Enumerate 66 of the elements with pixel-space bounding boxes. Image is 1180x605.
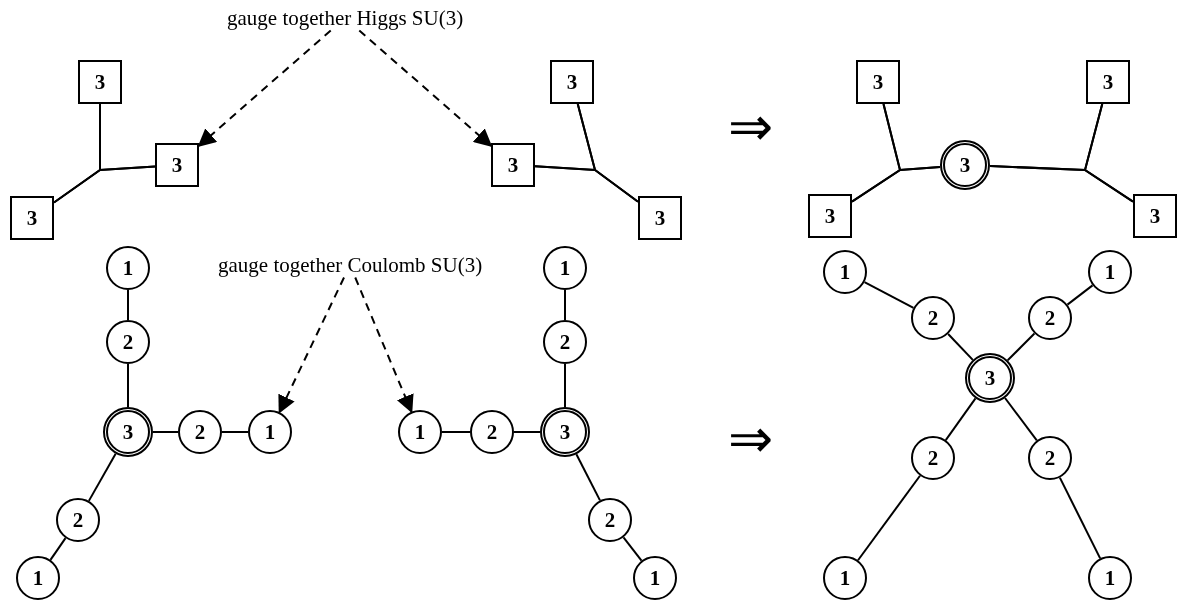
gauge-node-circle: 2	[543, 320, 587, 364]
connector-line	[575, 453, 601, 502]
connector-line	[152, 431, 179, 433]
connector-line	[989, 165, 1134, 203]
connector-line	[1058, 476, 1102, 560]
implies-symbol: ⇒	[728, 412, 773, 466]
connector-line	[622, 536, 643, 562]
gauge-node-circle: 2	[911, 296, 955, 340]
gauge-node-circle: 2	[178, 410, 222, 454]
connector-line	[944, 397, 977, 442]
connector-line	[1006, 332, 1036, 362]
gauge-node-circle: 1	[823, 250, 867, 294]
flavor-box: 3	[638, 196, 682, 240]
gauge-node-circle: 2	[106, 320, 150, 364]
dashed-arrow	[354, 276, 414, 414]
connector-line	[87, 452, 117, 502]
gauge-node-circle: 1	[633, 556, 677, 600]
flavor-box: 3	[1086, 60, 1130, 104]
flavor-box: 3	[1133, 194, 1177, 238]
flavor-box: 3	[856, 60, 900, 104]
connector-line	[947, 332, 974, 361]
dashed-arrow	[197, 29, 332, 147]
connector-line	[127, 289, 129, 321]
dashed-arrow	[358, 29, 493, 147]
flavor-box: 3	[10, 196, 54, 240]
gauge-node-circle: 2	[911, 436, 955, 480]
connector-line	[564, 289, 566, 321]
gauge-node-circle: 2	[470, 410, 514, 454]
gauge-node-circle: 1	[16, 556, 60, 600]
gauge-node-circle: 1	[823, 556, 867, 600]
connector-line	[127, 363, 129, 408]
connector-line	[1066, 284, 1094, 306]
flavor-box: 3	[808, 194, 852, 238]
flavor-box: 3	[78, 60, 122, 104]
connector-line	[564, 363, 566, 408]
flavor-box: 3	[155, 143, 199, 187]
gauge-node-circle: 2	[1028, 296, 1072, 340]
gauge-node-circle: 1	[1088, 556, 1132, 600]
gauge-node-circle: 1	[543, 246, 587, 290]
double-circle-node: 3	[940, 140, 990, 190]
connector-line	[1004, 397, 1038, 442]
connector-line	[863, 281, 915, 309]
double-circle-node: 3	[965, 353, 1015, 403]
connector-line	[221, 431, 249, 433]
gauge-node-circle: 2	[56, 498, 100, 542]
dashed-arrow	[278, 276, 345, 414]
double-circle-node: 3	[103, 407, 153, 457]
gauge-node-circle: 1	[398, 410, 442, 454]
connector-line	[441, 431, 471, 433]
gauge-node-circle: 1	[248, 410, 292, 454]
implies-symbol: ⇒	[728, 100, 773, 154]
connector-line	[53, 165, 156, 204]
connector-line	[857, 474, 921, 562]
connector-line	[513, 431, 541, 433]
connector-line	[49, 537, 67, 561]
gauge-node-circle: 1	[1088, 250, 1132, 294]
gauge-node-circle: 1	[106, 246, 150, 290]
connector-line	[534, 165, 639, 203]
flavor-box: 3	[550, 60, 594, 104]
connector-line	[851, 165, 942, 203]
gauge-node-circle: 2	[588, 498, 632, 542]
double-circle-node: 3	[540, 407, 590, 457]
annotation-text: gauge together Higgs SU(3)	[227, 5, 464, 31]
gauge-node-circle: 2	[1028, 436, 1072, 480]
annotation-text: gauge together Coulomb SU(3)	[218, 252, 483, 278]
flavor-box: 3	[491, 143, 535, 187]
